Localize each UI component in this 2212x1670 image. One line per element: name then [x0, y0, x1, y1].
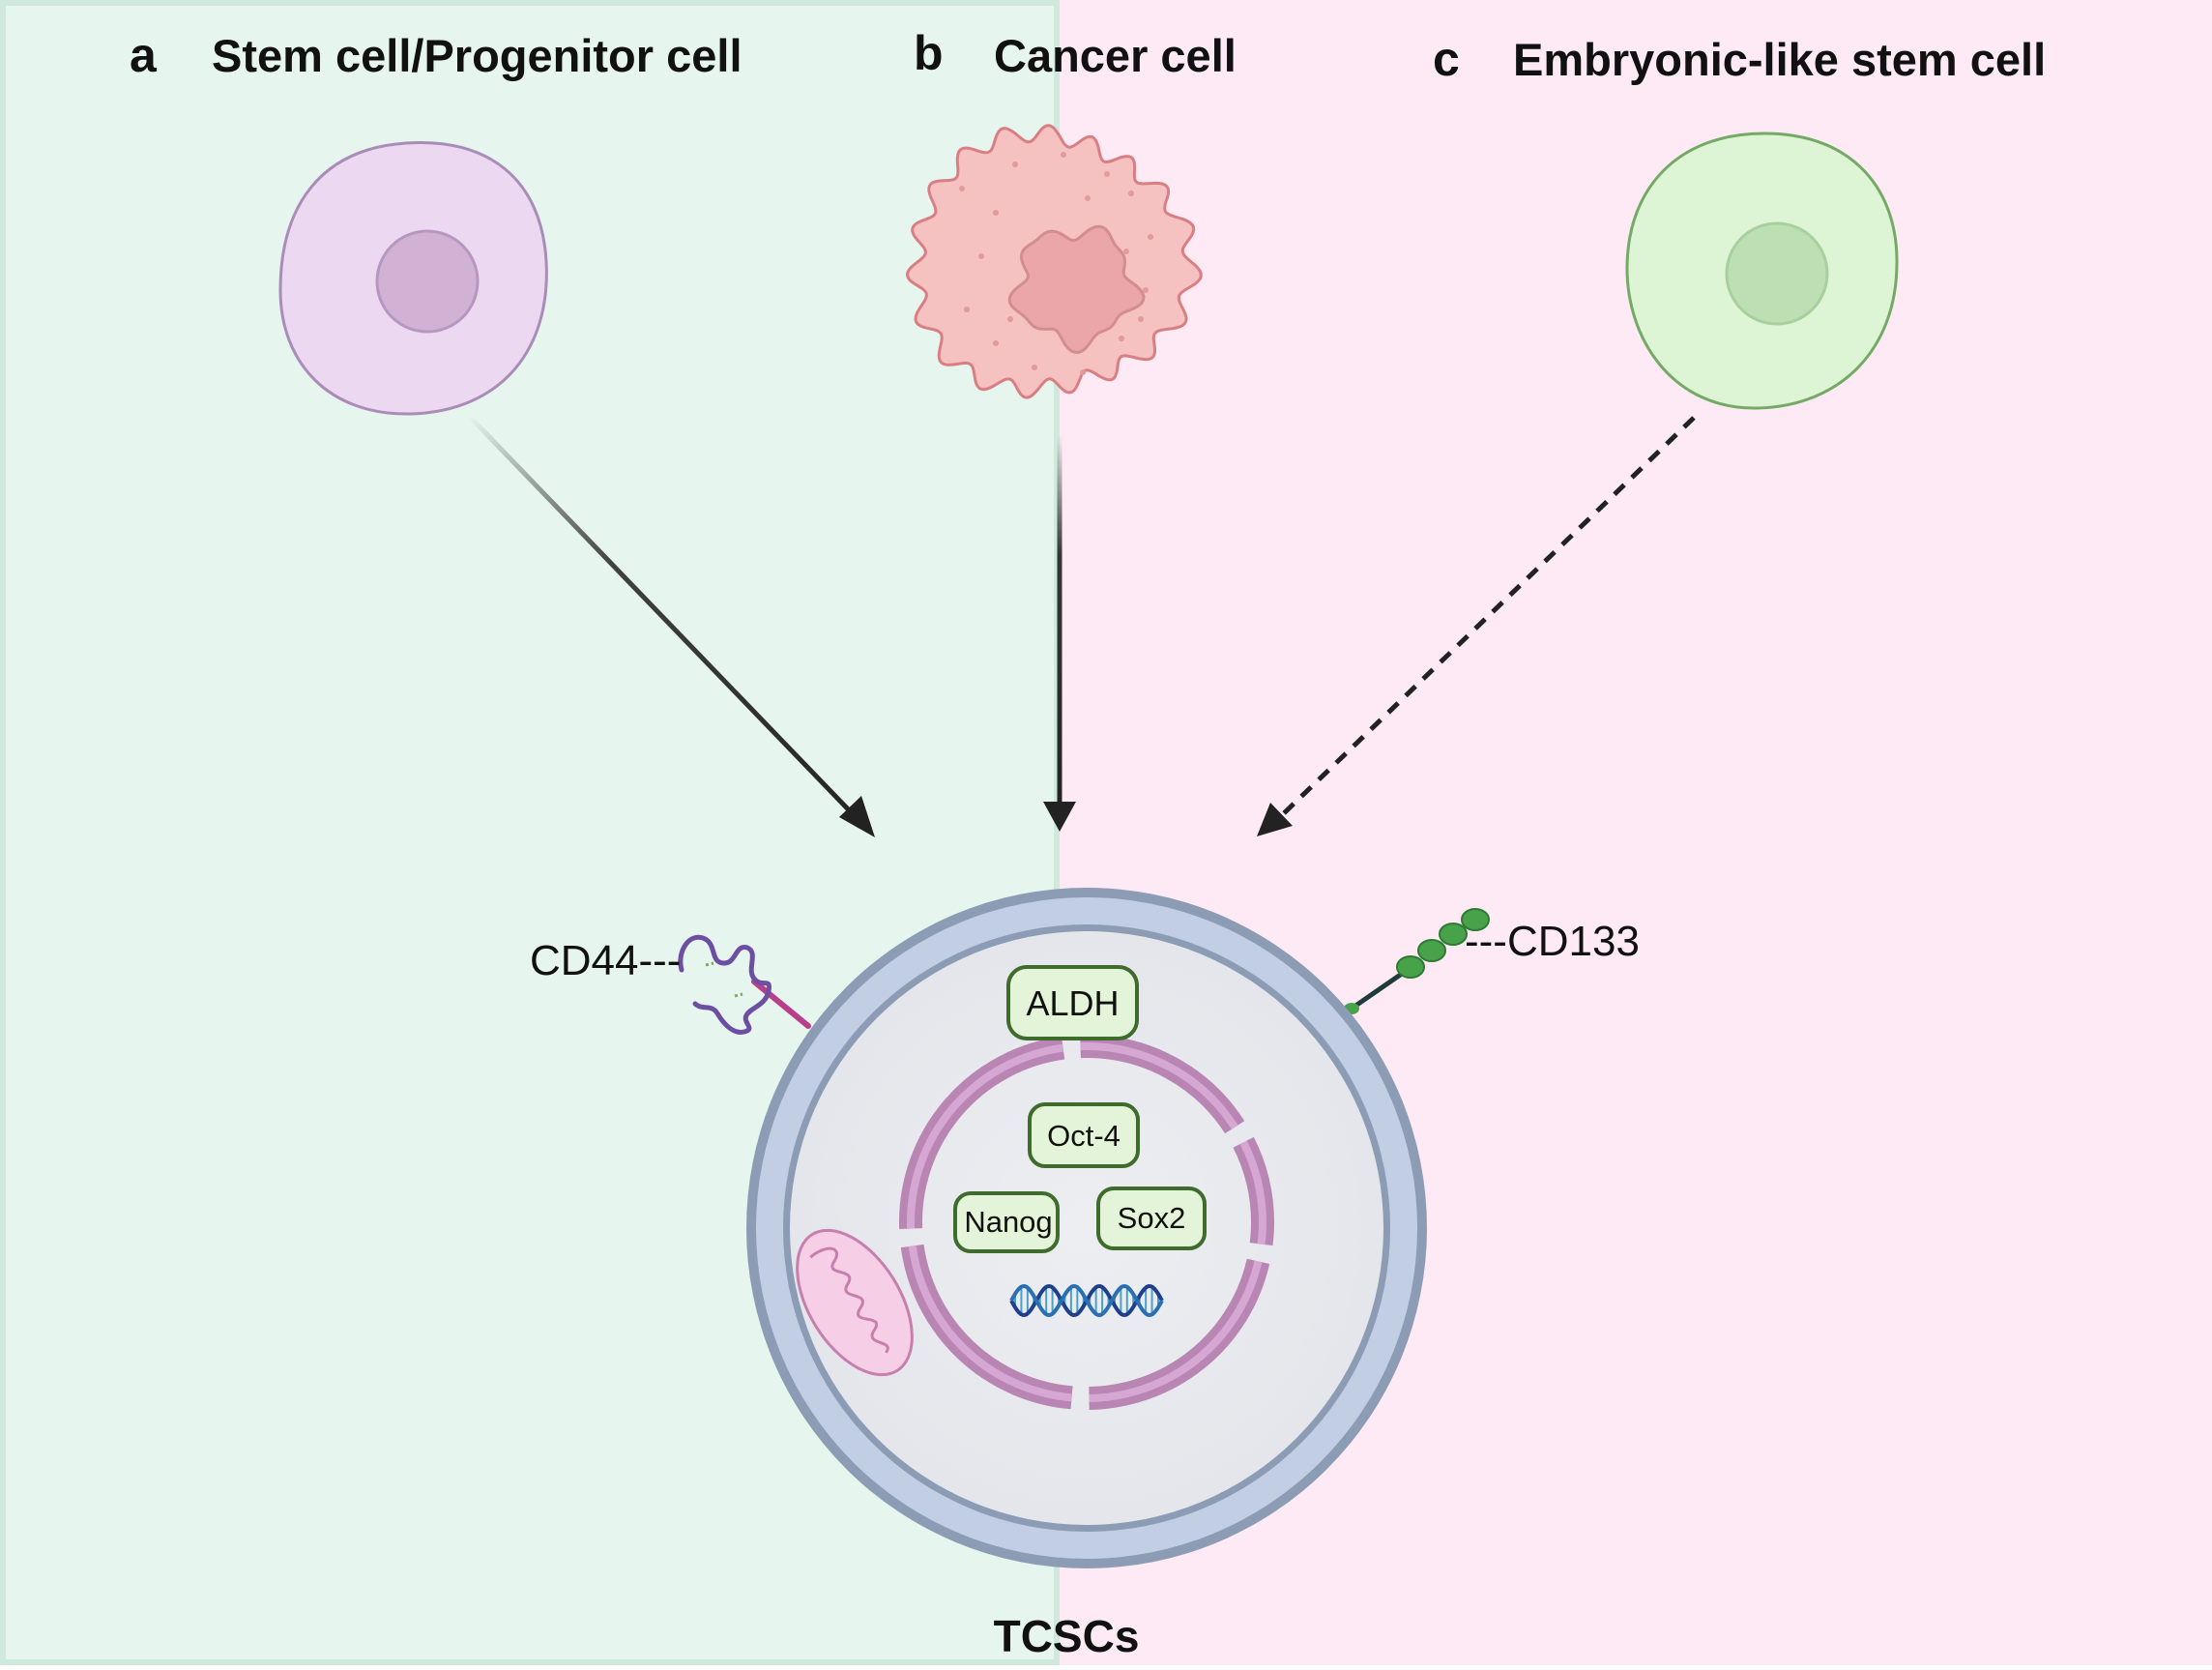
cancer-cell-granule	[1061, 152, 1066, 158]
dna-strand	[1009, 1283, 1164, 1318]
aldh-box: ALDH	[1006, 965, 1139, 1040]
mitochondrion-icon	[796, 1228, 914, 1377]
cancer-cell-granule	[993, 340, 999, 346]
cancer-cell-granule	[1119, 336, 1124, 341]
panel-b-title: Cancer cell	[994, 30, 1237, 81]
oct4-box: Oct-4	[1028, 1102, 1140, 1168]
left-panel-border	[0, 0, 1060, 1665]
panel-a-letter: a	[130, 28, 158, 82]
dna-icon	[1009, 1283, 1164, 1318]
oct4-label: Oct-4	[1047, 1119, 1121, 1153]
stem-cell-icon	[278, 140, 548, 416]
cancer-cell-granule	[978, 253, 984, 259]
cancer-cell-granule	[1104, 171, 1110, 177]
cancer-cell-granule	[959, 186, 965, 191]
cancer-cell-granule	[1123, 249, 1129, 254]
panel-b-letter: b	[914, 26, 944, 80]
panel-c-title: Embryonic-like stem cell	[1513, 34, 2046, 85]
nanog-box: Nanog	[953, 1191, 1060, 1253]
nanog-label: Nanog	[964, 1205, 1052, 1239]
panel-a-title: Stem cell/Progenitor cell	[212, 30, 742, 81]
cancer-cell-granule	[1138, 316, 1144, 322]
cancer-cell-granule	[1012, 161, 1018, 167]
arrow-a-to-tcsc	[467, 414, 875, 837]
cancer-cell-granule	[1085, 195, 1091, 201]
cancer-cell-granule	[1128, 190, 1134, 196]
arrow-b-to-tcsc	[1043, 435, 1076, 832]
panel-c-letter: c	[1433, 32, 1460, 86]
cd133-receptor-icon	[1344, 908, 1490, 1014]
cancer-cell-granule	[1032, 365, 1037, 370]
tcscs-label: TCSCs	[994, 1611, 1140, 1661]
cancer-cell-granule	[1080, 369, 1086, 375]
embryonic-stem-cell-icon	[1625, 132, 1899, 410]
cancer-cell-icon	[905, 124, 1203, 399]
cancer-cell-granule	[1143, 287, 1149, 293]
cd44-label: CD44---	[530, 937, 681, 984]
sox2-box: Sox2	[1096, 1187, 1207, 1250]
nuclear-envelope	[899, 1035, 1274, 1410]
cd44-receptor-icon	[678, 934, 811, 1035]
sox2-label: Sox2	[1118, 1201, 1186, 1235]
aldh-label: ALDH	[1026, 983, 1119, 1023]
cd133-label: ---CD133	[1465, 918, 1640, 965]
cancer-cell-granule	[1007, 316, 1013, 322]
arrow-c-to-tcsc-dashed	[1257, 416, 1696, 836]
cancer-cell-granule	[1148, 234, 1153, 240]
tcsc-cell-icon	[746, 888, 1427, 1568]
cancer-cell-granule	[993, 210, 999, 216]
cancer-cell-granule	[964, 307, 970, 312]
